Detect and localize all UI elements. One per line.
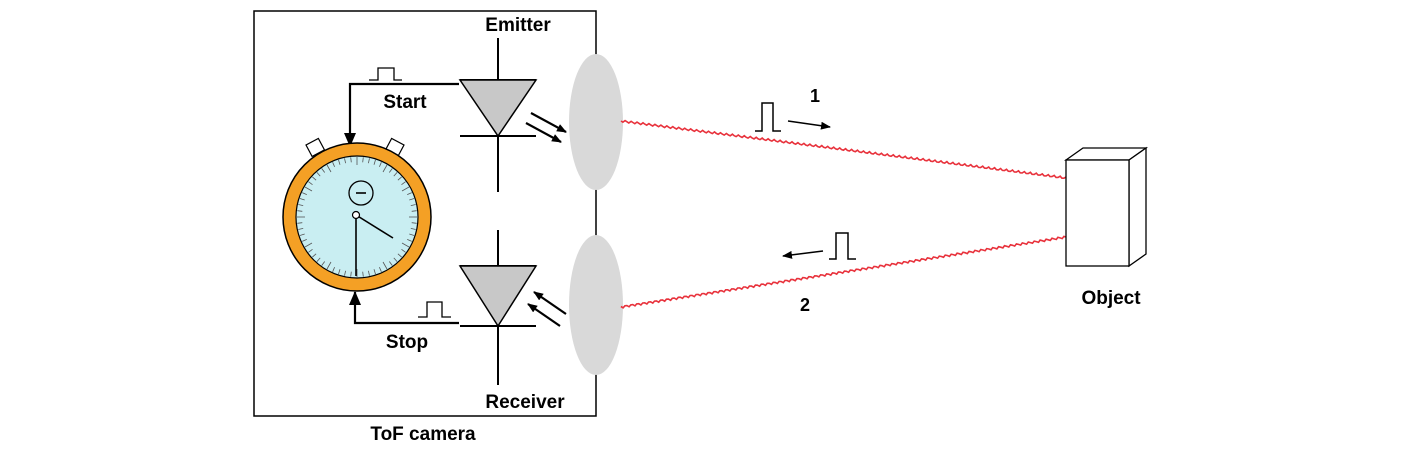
stopwatch-tick [368, 158, 370, 164]
camera-label: ToF camera [370, 424, 476, 445]
emitter-lens [569, 54, 623, 190]
stopwatch-tick [388, 261, 393, 266]
start-pulse-icon [369, 67, 402, 81]
ray-out-number: 1 [810, 86, 820, 106]
stopwatch-tick [379, 162, 382, 167]
stopwatch-tick [312, 253, 317, 258]
stopwatch-tick [373, 159, 376, 165]
stopwatch-tick [382, 261, 388, 270]
stopwatch-tick [410, 204, 416, 206]
stopwatch-tick [344, 270, 346, 276]
stopwatch-tick [299, 198, 305, 201]
stopwatch-tick [298, 228, 304, 230]
receiver-label: Receiver [485, 392, 565, 413]
stopwatch-tick [299, 233, 305, 236]
stopwatch-tick [332, 267, 335, 272]
stopwatch-tick [388, 168, 393, 173]
stopwatch-tick [308, 181, 313, 186]
stopwatch-tick [401, 248, 406, 253]
stopwatch-tick [362, 157, 364, 163]
stopwatch-tick [344, 158, 346, 164]
stopwatch-tick [316, 257, 321, 262]
stopwatch-tick [304, 186, 313, 192]
stopwatch-tick [401, 242, 410, 248]
stopwatch-tick [407, 192, 412, 195]
start-signal-line [344, 82, 459, 147]
stopwatch-tick [304, 242, 313, 248]
outgoing-pulse-icon [755, 102, 781, 132]
stopwatch-tick [379, 267, 382, 272]
object-box [1063, 146, 1149, 268]
stop-pulse-icon [418, 301, 451, 318]
stopwatch-tick [332, 162, 335, 167]
stopwatch-tick [411, 222, 417, 224]
stopwatch-tick [411, 210, 417, 212]
stopwatch-tick [373, 269, 376, 275]
stopwatch-tick [393, 257, 398, 262]
stopwatch-tick [397, 253, 402, 258]
stopwatch-tick [326, 164, 332, 173]
stopwatch-tick [297, 210, 303, 212]
receiver-light-arrows [527, 291, 567, 327]
stopwatch-tick [350, 271, 352, 277]
outgoing-direction-arrow [787, 120, 831, 130]
stopwatch-tick [308, 248, 313, 253]
stopwatch-tick [397, 176, 402, 181]
stopwatch-tick [338, 269, 341, 275]
return-direction-arrow [782, 250, 824, 259]
stopwatch-icon [282, 137, 432, 292]
stop-label: Stop [386, 332, 428, 353]
stopwatch-tick [338, 159, 341, 165]
stop-signal-line [349, 291, 459, 325]
stopwatch-tick [362, 271, 364, 277]
start-label: Start [383, 92, 427, 113]
stopwatch-tick [302, 192, 307, 195]
stopwatch-tick [298, 204, 304, 206]
stopwatch-tick [410, 228, 416, 230]
ray-back-number: 2 [800, 295, 810, 315]
emitter-diode [458, 38, 538, 192]
stopwatch-tick [407, 239, 412, 242]
stopwatch-tick [368, 270, 370, 276]
receiver-lens [569, 235, 623, 375]
stopwatch-tick [409, 233, 415, 236]
stopwatch-tick [409, 198, 415, 201]
emitter-label: Emitter [485, 15, 551, 36]
emitter-light-arrows [525, 112, 567, 143]
stopwatch-tick [401, 181, 406, 186]
stopwatch-tick [312, 176, 317, 181]
stopwatch-tick [401, 186, 410, 192]
stopwatch-tick [297, 222, 303, 224]
laser-ray-return [620, 235, 1067, 309]
laser-ray-outgoing [620, 119, 1067, 179]
stopwatch-tick [321, 168, 326, 173]
return-pulse-icon [829, 232, 856, 260]
stopwatch-tick [350, 157, 352, 163]
stopwatch-tick [382, 164, 388, 173]
stopwatch-tick [316, 172, 321, 177]
stopwatch-tick [326, 261, 332, 270]
object-label: Object [1081, 288, 1141, 309]
stopwatch-tick [321, 261, 326, 266]
stopwatch-tick [393, 172, 398, 177]
stopwatch-tick [302, 239, 307, 242]
receiver-diode [458, 230, 538, 385]
